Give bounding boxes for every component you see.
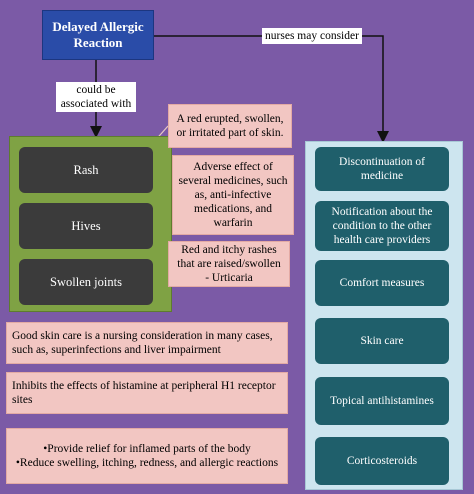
action-notification: Notification about the condition to the … [315, 201, 449, 251]
note-skin-care: Good skin care is a nursing consideratio… [6, 322, 288, 364]
actions-panel [305, 141, 463, 490]
action-comfort-measures: Comfort measures [315, 260, 449, 306]
note-rash: A red erupted, swollen, or irritated par… [168, 104, 292, 148]
connector-label-consider: nurses may consider [262, 28, 362, 44]
connector-label-associated: could be associated with [56, 82, 136, 112]
note-swollen-joints: Red and itchy rashes that are raised/swo… [168, 241, 290, 287]
symptom-hives: Hives [19, 203, 153, 249]
action-topical-antihistamines: Topical antihistamines [315, 377, 449, 425]
note-corticosteroids-line-1: •Provide relief for inflamed parts of th… [43, 443, 251, 455]
symptom-swollen-joints: Swollen joints [19, 259, 153, 305]
note-hives: Adverse effect of several medicines, suc… [172, 155, 294, 235]
symptom-rash: Rash [19, 147, 153, 193]
arrow-to-actions [154, 35, 389, 143]
action-corticosteroids: Corticosteroids [315, 437, 449, 485]
note-corticosteroids-line-2: •Reduce swelling, itching, redness, and … [15, 457, 279, 469]
note-corticosteroids: •Provide relief for inflamed parts of th… [6, 428, 288, 484]
note-topical-antihistamines: Inhibits the effects of histamine at per… [6, 372, 288, 414]
action-discontinuation: Discontinuation of medicine [315, 147, 449, 191]
action-skin-care: Skin care [315, 318, 449, 364]
diagram-title: Delayed Allergic Reaction [42, 10, 154, 60]
